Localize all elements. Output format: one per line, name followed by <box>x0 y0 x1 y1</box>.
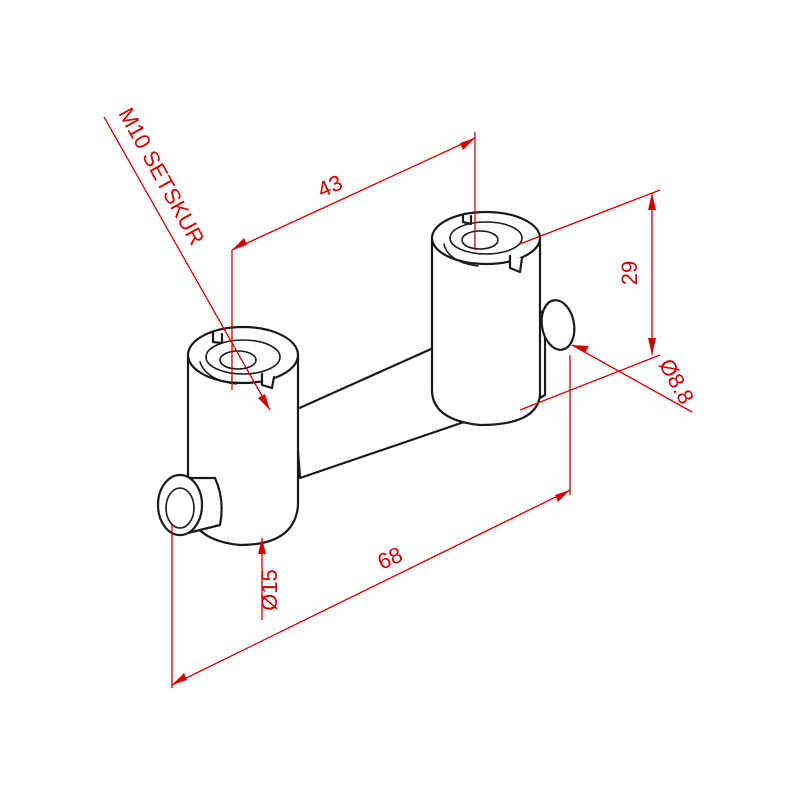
dimension-overall-length-label: 68 <box>374 542 407 575</box>
connector-part <box>156 210 576 547</box>
dimension-height: 29 <box>519 189 661 411</box>
dimension-body-diameter: Ø15 <box>257 538 282 620</box>
dimension-height-label: 29 <box>617 261 642 285</box>
left-pin <box>156 473 223 537</box>
dimension-body-diameter-label: Ø15 <box>257 569 282 611</box>
dimension-pin-diameter-label: Ø8.8 <box>654 354 699 408</box>
right-cylinder <box>430 210 542 427</box>
dimension-spacing-label: 43 <box>314 170 347 203</box>
dimension-pin-diameter: Ø8.8 <box>571 344 699 413</box>
screw-callout-label: M10 SETSKUR <box>114 103 210 249</box>
